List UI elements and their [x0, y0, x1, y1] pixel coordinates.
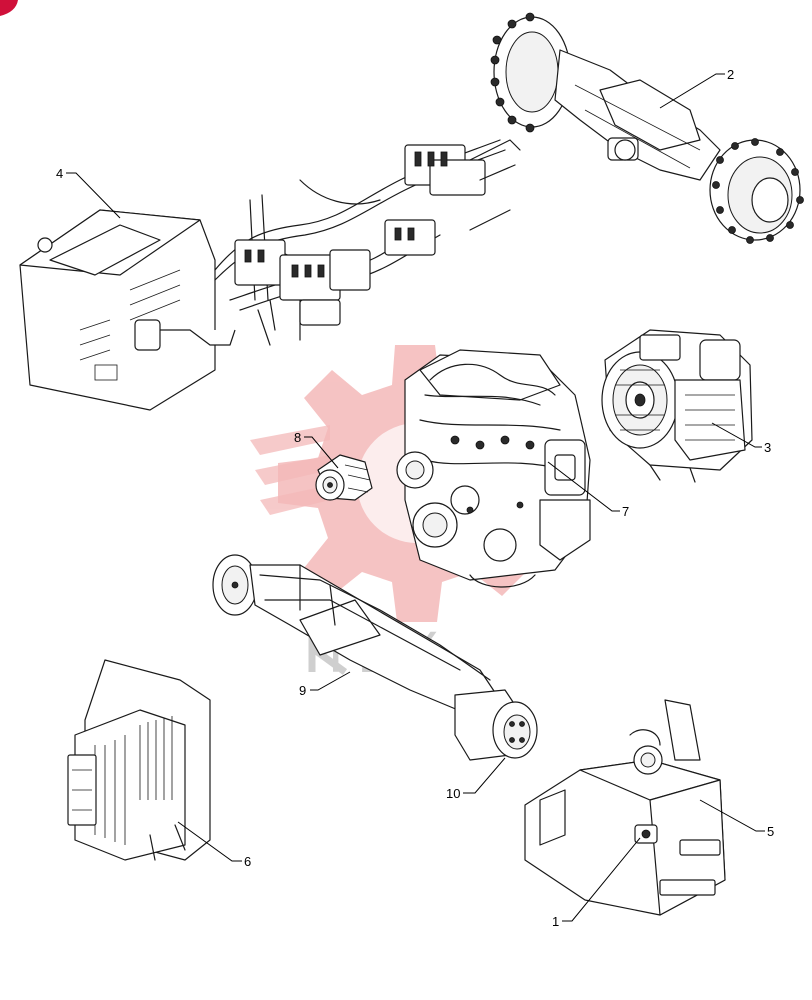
leader-4	[66, 172, 121, 219]
callout-8: 8	[294, 430, 301, 445]
callout-5: 5	[767, 824, 774, 839]
leader-6	[177, 821, 242, 862]
callout-2: 2	[727, 67, 734, 82]
callout-numbers: 2 4 3 8 7 9 10 6 5 1	[56, 67, 774, 929]
leader-9	[310, 671, 351, 691]
part-radiator	[67, 659, 211, 861]
leader-10	[463, 757, 506, 794]
part-rear-axle	[490, 12, 804, 244]
part-fuel-tank	[524, 699, 726, 916]
leader-3	[711, 422, 762, 448]
callout-6: 6	[244, 854, 251, 869]
callout-3: 3	[764, 440, 771, 455]
part-transmission	[601, 329, 753, 483]
part-front-axle	[212, 554, 538, 761]
callout-9: 9	[299, 683, 306, 698]
corner-mark	[0, 0, 18, 16]
callout-1: 1	[552, 914, 559, 929]
leader-2	[659, 73, 725, 109]
callout-4: 4	[56, 166, 63, 181]
part-alternator	[315, 454, 373, 501]
part-engine	[396, 349, 591, 588]
part-cab-hydraulic-assembly	[19, 139, 521, 411]
leader-lines	[66, 73, 765, 922]
callout-10: 10	[446, 786, 460, 801]
leader-1	[562, 837, 641, 922]
watermark-speed-lines	[250, 425, 330, 515]
leader-5	[699, 799, 765, 832]
leader-8	[304, 436, 339, 469]
leader-7	[547, 461, 620, 512]
callout-7: 7	[622, 504, 629, 519]
